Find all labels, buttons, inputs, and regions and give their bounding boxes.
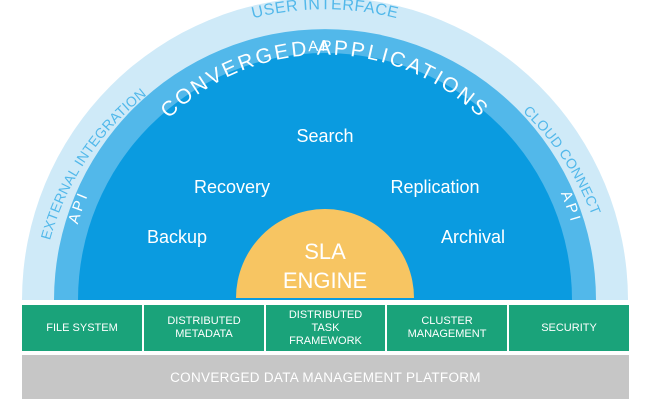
sla-engine-line2: ENGINE <box>283 268 367 293</box>
backup-label: Backup <box>147 227 207 247</box>
layer-security: SECURITY <box>509 305 629 351</box>
layer-distributed-task-framework: DISTRIBUTED TASK FRAMEWORK <box>266 305 385 351</box>
applications-area <box>78 53 572 300</box>
layer-file-system: FILE SYSTEM <box>22 305 142 351</box>
sla-engine-dome <box>236 209 414 298</box>
layer-cluster-management: CLUSTER MANAGEMENT <box>387 305 507 351</box>
archival-label: Archival <box>441 227 505 247</box>
layer-distributed-metadata: DISTRIBUTED METADATA <box>144 305 264 351</box>
recovery-label: Recovery <box>194 177 270 197</box>
sla-engine-line1: SLA <box>304 239 346 264</box>
api-top-label: API <box>308 38 339 56</box>
converged-data-management-platform: CONVERGED DATA MANAGEMENT PLATFORM <box>22 355 629 399</box>
replication-label: Replication <box>390 177 479 197</box>
svg-text:API: API <box>308 38 342 56</box>
search-label: Search <box>296 126 353 146</box>
